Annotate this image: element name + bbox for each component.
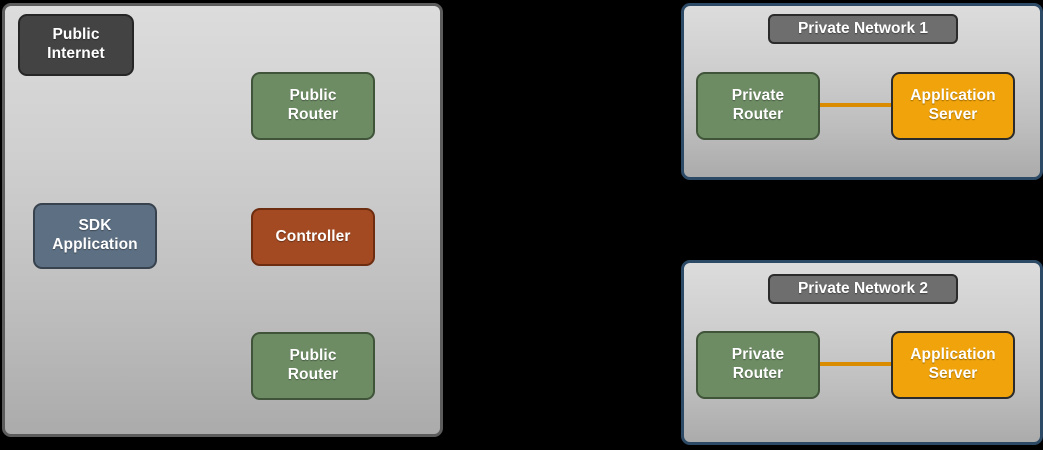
private-network-1-title-label: Private Network 1 <box>797 20 929 37</box>
private-network-2-title-label: Private Network 2 <box>797 280 929 297</box>
node-sdk-application[interactable]: SDK Application <box>33 203 157 269</box>
node-public-internet-label: Public Internet <box>47 26 105 62</box>
node-controller-label: Controller <box>275 227 351 245</box>
node-private-router-1[interactable]: Private Router <box>696 72 820 140</box>
node-application-server-2-label: Application Server <box>910 346 996 382</box>
node-public-router-top[interactable]: Public Router <box>251 72 375 140</box>
node-sdk-application-label: SDK Application <box>52 217 138 253</box>
public-cloud-zone[interactable]: Public Internet Public Router SDK Applic… <box>2 3 443 437</box>
node-public-router-bottom[interactable]: Public Router <box>251 332 375 400</box>
node-public-router-top-label: Public Router <box>287 87 339 123</box>
node-private-router-2-label: Private Router <box>731 346 785 382</box>
node-application-server-1-label: Application Server <box>910 87 996 123</box>
private-network-1-title: Private Network 1 <box>768 14 958 44</box>
node-public-router-bottom-label: Public Router <box>287 347 339 383</box>
node-private-router-2[interactable]: Private Router <box>696 331 820 399</box>
private-network-2-zone[interactable]: Private Network 2 Private Router Applica… <box>681 260 1043 445</box>
private-network-1-zone[interactable]: Private Network 1 Private Router Applica… <box>681 3 1043 180</box>
link-private-router-1-to-application-server-1 <box>810 103 895 107</box>
node-application-server-2[interactable]: Application Server <box>891 331 1015 399</box>
node-private-router-1-label: Private Router <box>731 87 785 123</box>
link-private-router-2-to-application-server-2 <box>810 362 895 366</box>
private-network-2-title: Private Network 2 <box>768 274 958 304</box>
node-controller[interactable]: Controller <box>251 208 375 266</box>
node-application-server-1[interactable]: Application Server <box>891 72 1015 140</box>
node-public-internet[interactable]: Public Internet <box>18 14 134 76</box>
